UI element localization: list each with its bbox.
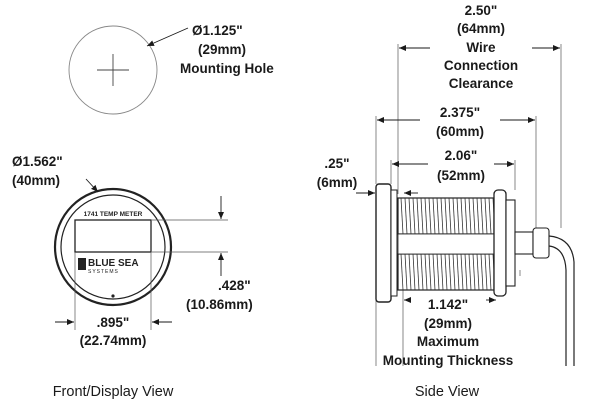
thread-line xyxy=(472,253,476,291)
thread-line xyxy=(436,197,440,235)
thread-line xyxy=(464,197,468,235)
thread-line xyxy=(440,197,444,235)
thread-line xyxy=(468,197,472,235)
meter-label: 1741 TEMP METER xyxy=(84,211,143,218)
connector-body xyxy=(514,231,534,255)
bezel-in: .25" xyxy=(324,156,349,171)
thread-line xyxy=(408,253,412,291)
thread-line xyxy=(420,197,424,235)
thread-line xyxy=(428,197,432,235)
brand-bottom: SYSTEMS xyxy=(88,269,119,275)
nut-flange xyxy=(505,199,516,287)
thread-line xyxy=(476,197,480,235)
display-window xyxy=(74,219,152,253)
hole-label: Mounting Hole xyxy=(180,61,274,76)
front-view: 1741 TEMP METER BLUE SEA SYSTEMS Ø1.562"… xyxy=(12,154,253,400)
thread-line xyxy=(420,253,424,291)
wire-lead xyxy=(548,235,575,366)
thread-line xyxy=(404,253,408,291)
thread-line xyxy=(456,253,460,291)
display-height-mm: (10.86mm) xyxy=(186,297,253,312)
hole-leader xyxy=(146,27,189,47)
hole-diameter-mm: (29mm) xyxy=(198,42,246,57)
thread-line xyxy=(448,197,452,235)
mounting-nut xyxy=(493,189,507,297)
mounting-hole-circle xyxy=(68,25,158,115)
thread-line xyxy=(428,253,432,291)
connector-plug xyxy=(532,227,550,259)
thread-line xyxy=(452,197,456,235)
brand-top: BLUE SEA xyxy=(88,258,139,269)
body-mm: (52mm) xyxy=(437,168,485,183)
front-diameter-in: Ø1.562" xyxy=(12,154,63,169)
wire-clearance-mm: (64mm) xyxy=(457,21,505,36)
thread-line xyxy=(416,253,420,291)
side-bezel xyxy=(375,183,392,303)
thread-line xyxy=(480,197,484,235)
mounting-hole-view: Ø1.125" (29mm) Mounting Hole xyxy=(68,23,274,115)
thread-line xyxy=(484,253,488,291)
thread-line xyxy=(488,253,492,291)
thread-line xyxy=(400,197,404,235)
display-width-in: .895" xyxy=(97,315,130,330)
wire-clearance-l2: Connection xyxy=(444,58,518,73)
thread-line xyxy=(444,197,448,235)
threaded-shaft xyxy=(397,197,496,291)
thread-line xyxy=(452,253,456,291)
side-view: 2.50" (64mm) Wire Connection Clearance 2… xyxy=(317,3,575,400)
thread-line xyxy=(412,253,416,291)
thread-line xyxy=(444,253,448,291)
thickness-l2: Mounting Thickness xyxy=(383,353,514,368)
wire-clearance-in: 2.50" xyxy=(465,3,498,18)
thread-line xyxy=(472,197,476,235)
thread-line xyxy=(416,197,420,235)
display-height-in: .428" xyxy=(218,278,251,293)
thread-line xyxy=(476,253,480,291)
thread-line xyxy=(480,253,484,291)
thread-line xyxy=(412,197,416,235)
thread-line xyxy=(464,253,468,291)
front-diameter-mm: (40mm) xyxy=(12,173,60,188)
bezel-mm: (6mm) xyxy=(317,175,358,190)
thickness-l1: Maximum xyxy=(417,334,479,349)
front-diameter-leader xyxy=(85,178,99,193)
wire-clearance-l1: Wire xyxy=(466,40,496,55)
thread-line xyxy=(436,253,440,291)
side-bezel-lip xyxy=(390,189,398,297)
front-bezel-inner xyxy=(60,194,166,300)
overall-mm: (60mm) xyxy=(436,124,484,139)
thread-line xyxy=(460,253,464,291)
thread-line xyxy=(424,253,428,291)
overall-in: 2.375" xyxy=(440,105,480,120)
thread-line xyxy=(424,197,428,235)
body-in: 2.06" xyxy=(445,148,478,163)
thread-line xyxy=(468,253,472,291)
thread-line xyxy=(456,197,460,235)
thread-line xyxy=(488,197,492,235)
front-view-caption: Front/Display View xyxy=(53,384,174,400)
hole-diameter-in: Ø1.125" xyxy=(192,23,243,38)
thread-line xyxy=(460,197,464,235)
wire-clearance-l3: Clearance xyxy=(449,76,514,91)
brand-logo-icon xyxy=(78,258,86,270)
thickness-mm: (29mm) xyxy=(424,316,472,331)
thickness-in: 1.142" xyxy=(428,297,468,312)
thread-line xyxy=(448,253,452,291)
side-view-caption: Side View xyxy=(415,384,480,400)
thread-line xyxy=(432,197,436,235)
thread-line xyxy=(408,197,412,235)
thread-line xyxy=(432,253,436,291)
thread-line xyxy=(484,197,488,235)
thread-line xyxy=(400,253,404,291)
front-led-dot xyxy=(111,294,115,298)
display-width-mm: (22.74mm) xyxy=(80,333,147,348)
thread-line xyxy=(440,253,444,291)
thread-line xyxy=(404,197,408,235)
wire-lead-2 xyxy=(548,245,567,366)
